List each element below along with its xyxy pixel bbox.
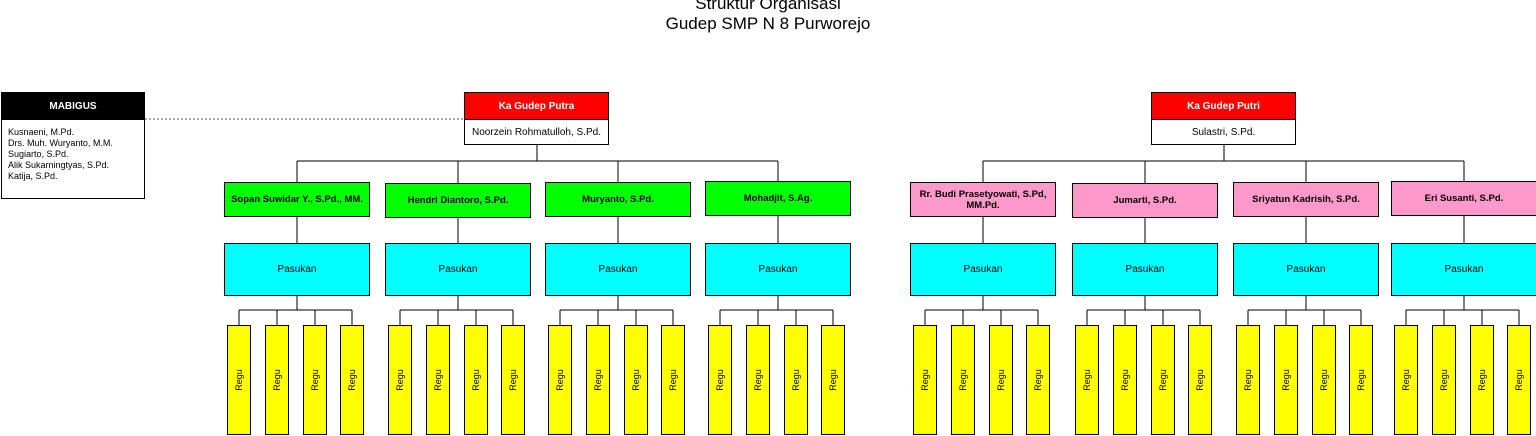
putri-regu-box: Regu (1188, 325, 1212, 435)
putra-unit-leader: Sopan Suwidar Y., S.Pd., MM. (224, 182, 370, 217)
regu-label: Regu (271, 369, 282, 391)
putri-pasukan-box: Pasukan (1072, 243, 1218, 296)
putri-pasukan-box: Pasukan (1391, 243, 1536, 296)
mabigus-member: Drs. Muh. Wuryanto, M.M. (8, 138, 113, 148)
ka-gudep-putri-leader: Sulastri, S.Pd. (1151, 119, 1296, 145)
putra-unit-leader: Mohadjit, S.Ag. (705, 181, 851, 216)
regu-label: Regu (1438, 369, 1449, 391)
putra-unit-leader: Hendri Diantoro, S.Pd. (385, 183, 531, 218)
putri-regu-box: Regu (1026, 325, 1050, 435)
putra-regu-box: Regu (464, 325, 488, 435)
putra-pasukan-box: Pasukan (224, 243, 370, 296)
mabigus-header: MABIGUS (1, 92, 145, 120)
regu-label: Regu (309, 369, 320, 391)
putri-regu-box: Regu (1151, 325, 1175, 435)
putri-regu-box: Regu (1113, 325, 1137, 435)
putri-unit-leader: Eri Susanti, S.Pd. (1391, 181, 1536, 216)
regu-label: Regu (714, 369, 725, 391)
regu-label: Regu (1081, 369, 1092, 391)
putra-pasukan-box: Pasukan (545, 243, 691, 296)
regu-label: Regu (995, 369, 1006, 391)
mabigus-member: Sugiarto, S.Pd. (8, 149, 69, 159)
putri-unit-leader: Jumarti, S.Pd. (1072, 183, 1218, 218)
regu-label: Regu (919, 369, 930, 391)
putri-regu-box: Regu (1312, 325, 1336, 435)
putri-regu-box: Regu (989, 325, 1013, 435)
regu-label: Regu (432, 369, 443, 391)
putra-regu-box: Regu (227, 325, 251, 435)
regu-label: Regu (1355, 369, 1366, 391)
putri-pasukan-box: Pasukan (910, 243, 1056, 296)
putra-unit-leader: Muryanto, S.Pd. (545, 182, 691, 217)
putri-regu-box: Regu (1075, 325, 1099, 435)
regu-label: Regu (346, 369, 357, 391)
regu-label: Regu (1476, 369, 1487, 391)
ka-gudep-putri-header: Ka Gudep Putri (1151, 92, 1296, 120)
putra-regu-box: Regu (746, 325, 770, 435)
regu-label: Regu (630, 369, 641, 391)
putri-regu-box: Regu (1274, 325, 1298, 435)
regu-label: Regu (957, 369, 968, 391)
regu-label: Regu (1032, 369, 1043, 391)
putri-regu-box: Regu (913, 325, 937, 435)
chart-title-line2: Gudep SMP N 8 Purworejo (665, 14, 871, 33)
regu-label: Regu (1194, 369, 1205, 391)
putra-regu-box: Regu (624, 325, 648, 435)
putra-regu-box: Regu (303, 325, 327, 435)
regu-label: Regu (1400, 369, 1411, 391)
regu-label: Regu (1157, 369, 1168, 391)
putra-pasukan-box: Pasukan (385, 243, 531, 296)
regu-label: Regu (827, 369, 838, 391)
ka-gudep-putra-leader: Noorzein Rohmatulloh, S.Pd. (464, 119, 609, 145)
regu-label: Regu (554, 369, 565, 391)
regu-label: Regu (790, 369, 801, 391)
putri-regu-box: Regu (1432, 325, 1456, 435)
regu-label: Regu (1280, 369, 1291, 391)
putri-pasukan-box: Pasukan (1233, 243, 1379, 296)
regu-label: Regu (667, 369, 678, 391)
regu-label: Regu (752, 369, 763, 391)
putri-regu-box: Regu (951, 325, 975, 435)
regu-label: Regu (1513, 369, 1524, 391)
ka-gudep-putra-header: Ka Gudep Putra (464, 92, 609, 120)
regu-label: Regu (1119, 369, 1130, 391)
putra-regu-box: Regu (340, 325, 364, 435)
putra-regu-box: Regu (388, 325, 412, 435)
putri-regu-box: Regu (1394, 325, 1418, 435)
mabigus-member: Alik Sukarningtyas, S.Pd. (8, 160, 110, 170)
putri-regu-box: Regu (1470, 325, 1494, 435)
putri-regu-box: Regu (1236, 325, 1260, 435)
regu-label: Regu (394, 369, 405, 391)
mabigus-member-list: Kusnaeni, M.Pd. Drs. Muh. Wuryanto, M.M.… (1, 119, 145, 199)
regu-label: Regu (592, 369, 603, 391)
mabigus-member: Kusnaeni, M.Pd. (8, 127, 75, 137)
regu-label: Regu (233, 369, 244, 391)
putra-regu-box: Regu (821, 325, 845, 435)
putra-regu-box: Regu (708, 325, 732, 435)
mabigus-member: Katija, S.Pd. (8, 171, 58, 181)
putra-pasukan-box: Pasukan (705, 243, 851, 296)
regu-label: Regu (470, 369, 481, 391)
regu-label: Regu (1318, 369, 1329, 391)
regu-label: Regu (507, 369, 518, 391)
putra-regu-box: Regu (265, 325, 289, 435)
putra-regu-box: Regu (586, 325, 610, 435)
putra-regu-box: Regu (784, 325, 808, 435)
regu-label: Regu (1242, 369, 1253, 391)
putra-regu-box: Regu (661, 325, 685, 435)
chart-title-line1: Struktur Organisasi (695, 0, 841, 13)
putra-regu-box: Regu (501, 325, 525, 435)
putri-unit-leader: Sriyatun Kadrisih, S.Pd. (1233, 182, 1379, 217)
putri-unit-leader: Rr. Budi Prasetyowati, S.Pd, MM.Pd. (910, 182, 1056, 217)
putri-regu-box: Regu (1349, 325, 1373, 435)
putri-regu-box: Regu (1507, 325, 1531, 435)
putra-regu-box: Regu (548, 325, 572, 435)
putra-regu-box: Regu (426, 325, 450, 435)
